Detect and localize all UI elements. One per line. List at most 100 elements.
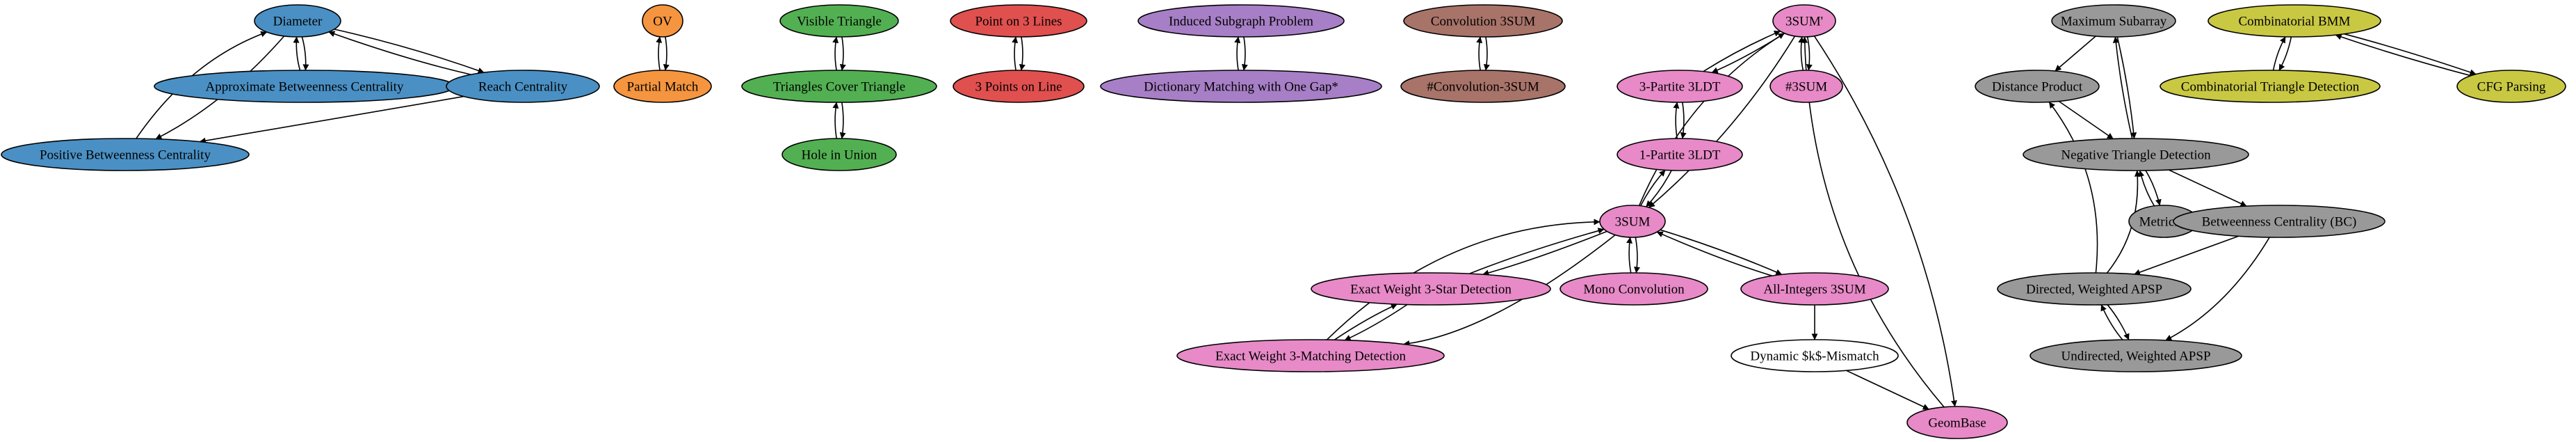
node-ellipse bbox=[1560, 272, 1708, 306]
edge-tripartite-to-threesum_prime bbox=[1703, 31, 1781, 72]
node-ellipse bbox=[1617, 138, 1743, 171]
node-label: 1-Partite 3LDT bbox=[1639, 148, 1721, 163]
node-ellipse bbox=[642, 4, 683, 38]
edge-tripartite-to-onepartite bbox=[1680, 102, 1687, 139]
node-partial-match: Partial Match bbox=[613, 70, 712, 103]
node-ellipse bbox=[1311, 272, 1551, 306]
node-label: Betweenness Centrality (BC) bbox=[2202, 215, 2357, 230]
node-pt3lines: Point on 3 Lines bbox=[950, 4, 1087, 38]
node-label: Partial Match bbox=[627, 80, 699, 95]
edge-allint-to-threesum bbox=[1656, 231, 1772, 276]
edge-onepartite-to-tripartite bbox=[1673, 102, 1680, 139]
node-ellipse bbox=[1740, 272, 1889, 306]
edge-cfg-to-comb_bmm bbox=[2335, 33, 2471, 77]
node-match3: Exact Weight 3-Matching Detection bbox=[1176, 339, 1445, 372]
node-label: Undirected, Weighted APSP bbox=[2061, 349, 2210, 364]
node-dict-match: Dictionary Matching with One Gap* bbox=[1100, 70, 1382, 103]
edge-match3-to-star3 bbox=[1334, 303, 1398, 341]
edge-bc-to-undir_apsp bbox=[2165, 237, 2270, 341]
edge-monoconv-to-threesum bbox=[1626, 237, 1633, 274]
node-ov: OV bbox=[642, 4, 683, 38]
node-label: #Convolution-3SUM bbox=[1427, 80, 1539, 95]
edge-pos_bc-to-diameter bbox=[136, 31, 268, 139]
edge-tri_cover-to-visible_tri bbox=[832, 36, 839, 71]
edge-pt3lines-to-three_pts bbox=[1019, 36, 1026, 71]
node-sharp-conv3sum: #Convolution-3SUM bbox=[1400, 70, 1566, 103]
node-sharp3sum: #3SUM bbox=[1769, 70, 1843, 103]
node-dist-prod: Distance Product bbox=[1975, 70, 2100, 103]
node-ellipse bbox=[741, 70, 937, 103]
node-label: Mono Convolution bbox=[1583, 283, 1685, 297]
edge-reach-to-pos_bc bbox=[199, 95, 464, 144]
node-ellipse bbox=[1772, 4, 1836, 38]
edge-reach-to-diameter bbox=[328, 31, 471, 75]
edge-threesum_prime-to-threesum bbox=[1648, 35, 1796, 208]
edge-comb_bmm-to-cfg bbox=[2344, 33, 2477, 76]
edge-threesum_prime-to-sharp3sum bbox=[1806, 36, 1813, 71]
node-bc: Betweenness Centrality (BC) bbox=[2173, 205, 2385, 238]
node-label: GeomBase bbox=[1928, 416, 1986, 431]
node-tripartite: 3-Partite 3LDT bbox=[1617, 70, 1743, 103]
node-label: Visible Triangle bbox=[797, 15, 882, 29]
node-ellipse bbox=[1769, 70, 1843, 103]
edge-neg_tri-to-metricity bbox=[2145, 170, 2162, 206]
node-label: Exact Weight 3-Star Detection bbox=[1350, 283, 1512, 297]
edge-dir_apsp-to-undir_apsp bbox=[2107, 304, 2130, 340]
node-ellipse bbox=[1975, 70, 2100, 103]
node-label: #3SUM bbox=[1785, 80, 1827, 95]
node-label: Exact Weight 3-Matching Detection bbox=[1215, 349, 1407, 364]
node-comb-tri: Combinatorial Triangle Detection bbox=[2160, 70, 2381, 103]
edge-approx_bc-to-diameter bbox=[293, 36, 301, 71]
node-ellipse bbox=[2173, 205, 2385, 238]
node-ellipse bbox=[1599, 205, 1666, 238]
node-ellipse bbox=[1400, 70, 1566, 103]
node-threesum-prime: 3SUM' bbox=[1772, 4, 1836, 38]
edge-dict_match-to-induced_sub bbox=[1234, 36, 1241, 71]
node-ellipse bbox=[613, 70, 712, 103]
edge-diameter-to-approx_bc bbox=[301, 36, 309, 71]
node-induced-sub: Induced Subgraph Problem bbox=[1137, 4, 1345, 38]
edge-threesum-to-match3 bbox=[1403, 234, 1616, 347]
node-monoconv: Mono Convolution bbox=[1560, 272, 1708, 306]
edge-threesum-to-onepartite bbox=[1639, 169, 1666, 207]
edge-max_subarray-to-dist_prod bbox=[2055, 35, 2096, 72]
node-label: Diameter bbox=[273, 15, 323, 29]
node-onepartite: 1-Partite 3LDT bbox=[1617, 138, 1743, 171]
node-label: Dictionary Matching with One Gap* bbox=[1144, 80, 1338, 95]
node-pos-bc: Positive Betweenness Centrality bbox=[1, 138, 250, 171]
edge-hole_union-to-tri_cover bbox=[832, 102, 839, 139]
node-neg-tri: Negative Triangle Detection bbox=[2023, 138, 2249, 171]
node-ellipse bbox=[2160, 70, 2381, 103]
edge-neg_tri-to-bc bbox=[2168, 169, 2247, 207]
node-ellipse bbox=[2030, 339, 2242, 372]
edge-neg_tri-to-max_subarray bbox=[2112, 36, 2133, 139]
edge-max_subarray-to-neg_tri bbox=[2116, 36, 2137, 139]
node-ellipse bbox=[1906, 406, 2008, 439]
node-geombase: GeomBase bbox=[1906, 406, 2008, 439]
edge-undir_apsp-to-dir_apsp bbox=[2100, 304, 2123, 340]
node-label: Negative Triangle Detection bbox=[2061, 148, 2211, 163]
edge-star3-to-threesum bbox=[1469, 228, 1605, 274]
node-visible-tri: Visible Triangle bbox=[779, 4, 899, 38]
edge-threesum-to-threesum_prime bbox=[1638, 33, 1785, 206]
edge-threesum-to-monoconv bbox=[1634, 237, 1640, 274]
edge-star3-to-match3 bbox=[1344, 303, 1408, 341]
edge-induced_sub-to-dict_match bbox=[1241, 36, 1248, 71]
node-max-subarray: Maximum Subarray bbox=[2051, 4, 2176, 38]
node-label: 3SUM bbox=[1615, 215, 1651, 230]
edge-three_pts-to-pt3lines bbox=[1012, 36, 1019, 71]
edge-comb_tri-to-comb_bmm bbox=[2272, 36, 2286, 71]
edge-conv3sum-to-sharp_conv3sum bbox=[1483, 36, 1490, 71]
node-ellipse bbox=[1617, 70, 1743, 103]
node-label: All-Integers 3SUM bbox=[1763, 283, 1865, 297]
node-label: Induced Subgraph Problem bbox=[1169, 15, 1313, 29]
node-label: Convolution 3SUM bbox=[1431, 15, 1536, 29]
edge-threesum_prime-to-tripartite bbox=[1711, 33, 1785, 73]
node-label: Point on 3 Lines bbox=[975, 15, 1062, 29]
edge-sharp3sum-to-threesum_prime bbox=[1798, 36, 1805, 71]
node-ellipse bbox=[1137, 4, 1345, 38]
node-dyn-k: Dynamic $k$-Mismatch bbox=[1731, 339, 1899, 372]
edge-bc-to-dir_apsp bbox=[2133, 235, 2239, 276]
edge-threesum-to-star3 bbox=[1482, 230, 1607, 276]
